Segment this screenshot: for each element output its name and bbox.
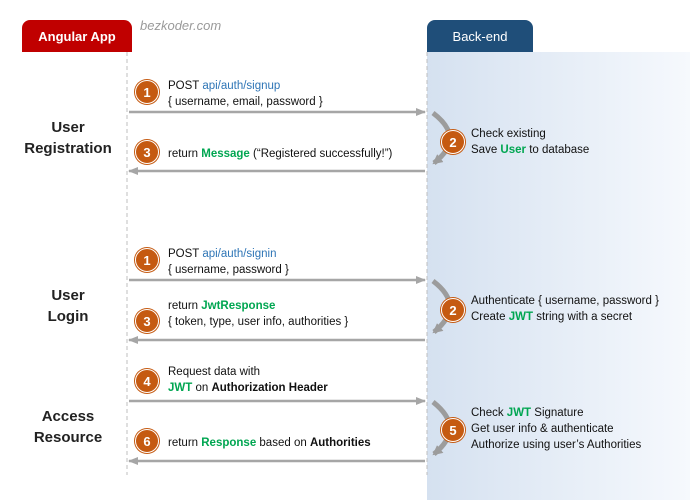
resource-response-label: return Response based on Authorities	[168, 435, 371, 451]
signup-url: api/auth/signup	[202, 80, 281, 92]
resource-request-label: Request data with JWT on Authorization H…	[168, 364, 328, 396]
authorize-text: Authorize using user’s Authorities	[471, 439, 642, 451]
section-access-line1: Access	[41, 408, 95, 425]
check-text: Check	[471, 407, 507, 419]
section-login-line2: Login	[47, 308, 89, 325]
signin-request-label: POST api/auth/signin { username, passwor…	[168, 246, 289, 278]
signin-method: POST	[168, 248, 203, 260]
message-highlight: Message	[201, 148, 250, 160]
signin-payload: { username, password }	[168, 264, 289, 276]
check-existing-text: Check existing	[471, 128, 546, 140]
return-text-login: return	[168, 300, 202, 312]
signin-url: api/auth/signin	[202, 248, 277, 260]
signup-method: POST	[168, 80, 203, 92]
registration-backend-label: Check existing Save User to database	[471, 126, 589, 158]
registered-text: (“Registered successfully!”)	[249, 148, 393, 160]
get-user-info-text: Get user info & authenticate	[471, 423, 614, 435]
step-badge-access-6: 6	[135, 429, 159, 453]
section-access-label: Access Resource	[20, 406, 116, 448]
backend-panel	[427, 52, 690, 500]
return-text-access: return	[168, 437, 202, 449]
jwt-highlight-check: JWT	[506, 407, 532, 419]
signup-request-label: POST api/auth/signup { username, email, …	[168, 78, 323, 110]
section-login-label: User Login	[20, 285, 116, 327]
create-text: Create	[471, 311, 509, 323]
section-registration-line2: Registration	[24, 140, 112, 157]
section-registration-line1: User	[51, 119, 85, 136]
jwt-highlight-request: JWT	[168, 382, 193, 394]
on-text: on	[192, 382, 212, 394]
based-on-text: based on	[256, 437, 310, 449]
login-backend-label: Authenticate { username, password } Crea…	[471, 293, 659, 325]
step-badge-login-2: 2	[441, 298, 465, 322]
save-text: Save	[471, 144, 501, 156]
authorization-header-text: Authorization Header	[211, 382, 328, 394]
response-highlight: Response	[201, 437, 257, 449]
section-access-line2: Resource	[33, 429, 103, 446]
step-badge-reg-3: 3	[135, 140, 159, 164]
authenticate-text: Authenticate { username, password }	[471, 295, 659, 307]
jwt-highlight: JWT	[508, 311, 533, 323]
request-data-text: Request data with	[168, 366, 261, 378]
signup-response-label: return Message (“Registered successfully…	[168, 146, 392, 162]
string-secret-text: string with a secret	[533, 311, 633, 323]
signature-text: Signature	[531, 407, 584, 419]
section-registration-label: User Registration	[20, 117, 116, 159]
authorities-text: Authorities	[309, 437, 371, 449]
step-badge-login-1: 1	[135, 248, 159, 272]
watermark: bezkoder.com	[140, 18, 222, 33]
section-login-line1: User	[51, 287, 85, 304]
jwtresponse-fields: { token, type, user info, authorities }	[168, 316, 349, 328]
angular-app-tab: Angular App	[22, 20, 132, 52]
return-text: return	[168, 148, 202, 160]
jwtresponse-highlight: JwtResponse	[201, 300, 276, 312]
to-database-text: to database	[526, 144, 590, 156]
step-badge-reg-2: 2	[441, 130, 465, 154]
step-badge-access-4: 4	[135, 369, 159, 393]
step-badge-reg-1: 1	[135, 80, 159, 104]
backend-tab: Back-end	[427, 20, 533, 52]
access-backend-label: Check JWT Signature Get user info & auth…	[471, 405, 641, 453]
step-badge-access-5: 5	[441, 418, 465, 442]
signin-response-label: return JwtResponse { token, type, user i…	[168, 298, 348, 330]
step-badge-login-3: 3	[135, 309, 159, 333]
user-highlight: User	[500, 144, 526, 156]
signup-payload: { username, email, password }	[168, 96, 323, 108]
